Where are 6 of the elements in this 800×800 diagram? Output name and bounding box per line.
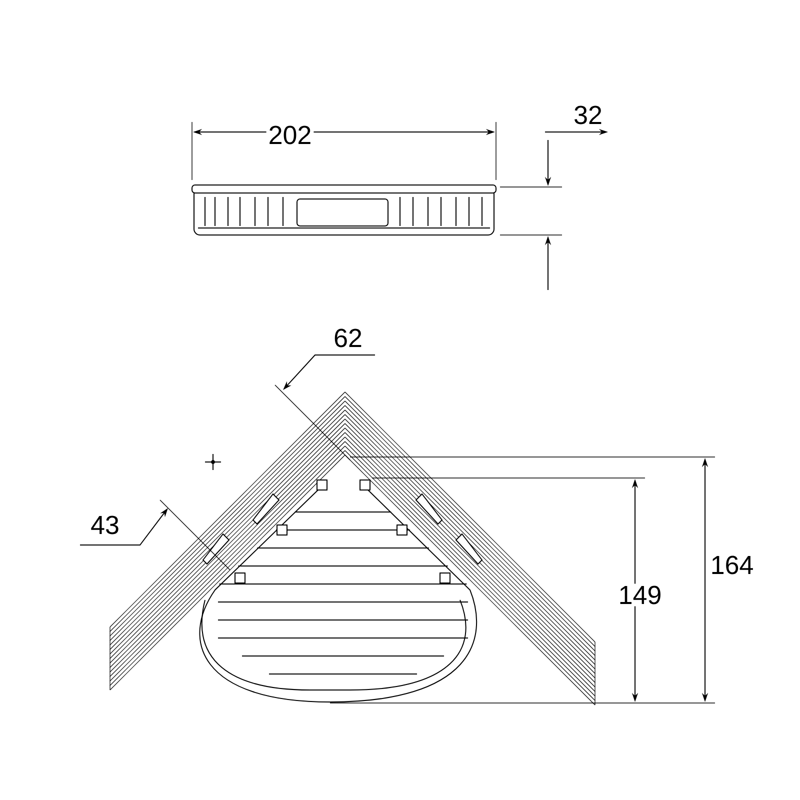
dimension-label: 164 xyxy=(708,554,756,576)
dimension-label: 149 xyxy=(616,584,664,606)
dimension-label: 62 xyxy=(334,328,362,348)
dimension-label: 32 xyxy=(574,106,602,124)
dimension-label: 202 xyxy=(266,124,314,146)
dimension-label: 43 xyxy=(91,516,118,534)
